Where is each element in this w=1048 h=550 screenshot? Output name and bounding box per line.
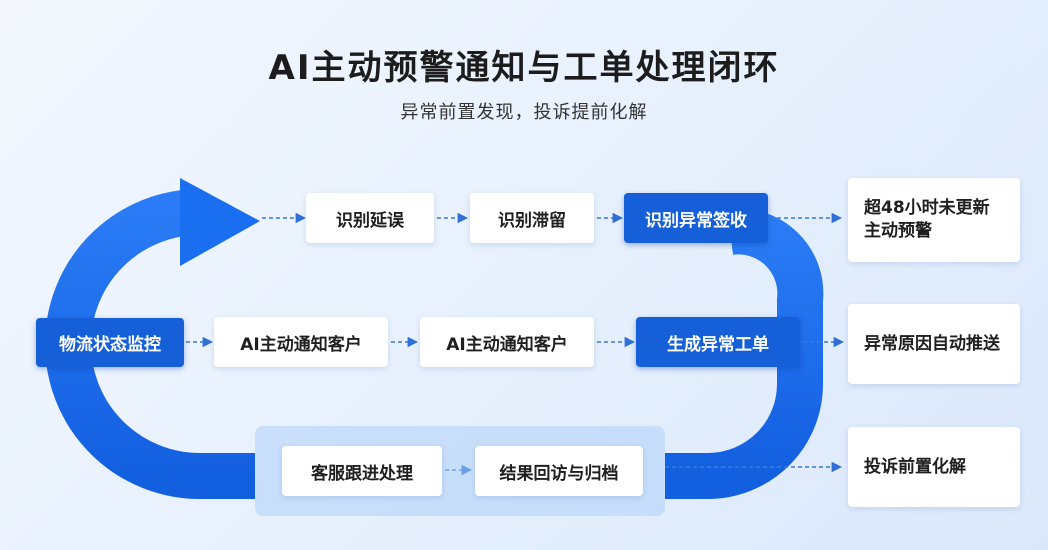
step-identify-stuck: 识别滞留 — [470, 193, 594, 243]
outcome-auto-push: 异常原因自动推送 — [848, 304, 1020, 384]
outcome-complaint-resolve: 投诉前置化解 — [848, 427, 1020, 507]
step-generate-ticket: 生成异常工单 — [636, 317, 800, 367]
page-title: AI主动预警通知与工单处理闭环 — [268, 48, 780, 88]
page-subtitle: 异常前置发现，投诉提前化解 — [400, 102, 648, 123]
step-ai-notify-2: AI主动通知客户 — [420, 317, 594, 367]
step-logistics-monitor: 物流状态监控 — [36, 318, 184, 367]
loop-arrowhead — [180, 178, 260, 266]
step-ai-notify-1: AI主动通知客户 — [214, 317, 388, 367]
outcome-warning-line1: 超48小时未更新 — [864, 198, 990, 218]
outcome-warning: 超48小时未更新 主动预警 — [848, 178, 1020, 262]
step-service-followup: 客服跟进处理 — [282, 446, 442, 496]
step-identify-abnormal-sign: 识别异常签收 — [624, 193, 768, 243]
step-identify-delay: 识别延误 — [306, 193, 434, 243]
step-result-review: 结果回访与归档 — [475, 446, 643, 496]
outcome-warning-line2: 主动预警 — [864, 221, 932, 241]
